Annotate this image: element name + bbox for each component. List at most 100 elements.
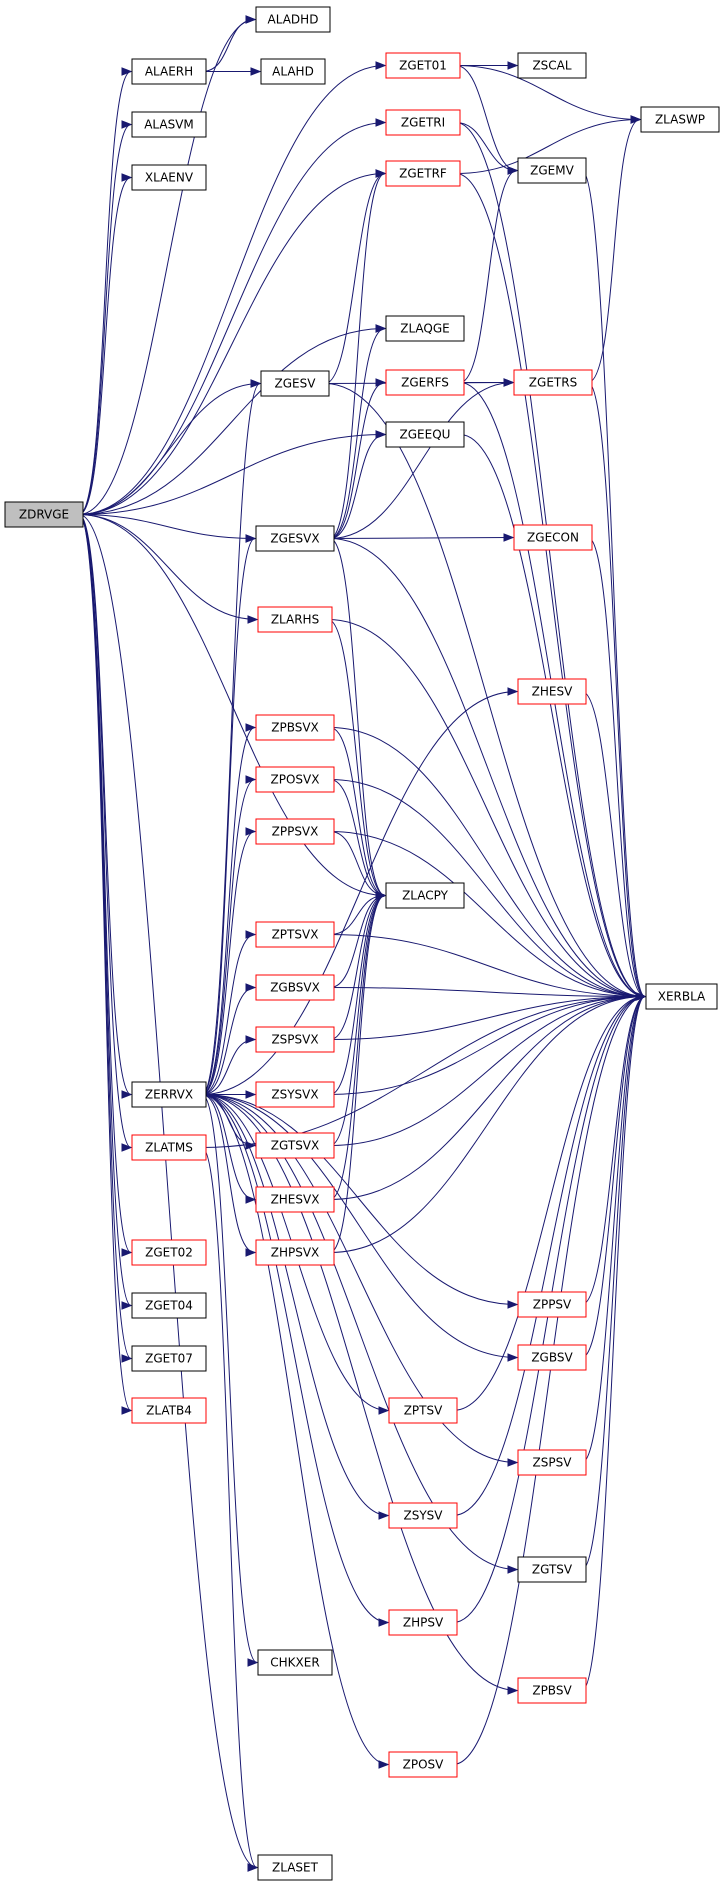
node-zlaset[interactable]: ZLASET xyxy=(257,1854,333,1881)
node-zspsv[interactable]: ZSPSV xyxy=(517,1449,587,1476)
node-zscal[interactable]: ZSCAL xyxy=(517,52,587,79)
node-zsysvx[interactable]: ZSYSVX xyxy=(255,1081,335,1108)
node-zdrvge[interactable]: ZDRVGE xyxy=(4,501,84,528)
edge-zdrvge-to-zlatb4 xyxy=(78,514,133,1415)
edge-zgetrs-to-xerbla xyxy=(587,382,647,1001)
node-zgbsv[interactable]: ZGBSV xyxy=(517,1344,587,1371)
node-zppsv[interactable]: ZPPSV xyxy=(517,1291,587,1318)
node-zgbsvx[interactable]: ZGBSVX xyxy=(255,974,335,1001)
node-alahd[interactable]: ALAHD xyxy=(260,58,326,85)
node-zget01[interactable]: ZGET01 xyxy=(385,52,461,79)
edge-zhpsvx-to-xerbla xyxy=(329,992,647,1253)
node-zptsvx[interactable]: ZPTSVX xyxy=(255,921,335,948)
node-zgeequ[interactable]: ZGEEQU xyxy=(385,421,465,448)
edge-zerrvx-to-zgbsvx xyxy=(201,983,257,1095)
node-zhpsvx[interactable]: ZHPSVX xyxy=(255,1239,335,1266)
node-zpbsv[interactable]: ZPBSV xyxy=(517,1677,587,1704)
node-zgemv[interactable]: ZGEMV xyxy=(517,157,587,184)
node-zgetrs[interactable]: ZGETRS xyxy=(513,369,593,396)
node-box xyxy=(255,921,335,948)
node-zgetri[interactable]: ZGETRI xyxy=(385,109,461,136)
node-zposv[interactable]: ZPOSV xyxy=(388,1751,458,1778)
node-label: ZPBSV xyxy=(532,1684,572,1698)
edge-zgesv-to-zgetrf xyxy=(324,169,387,384)
node-zlatms[interactable]: ZLATMS xyxy=(131,1134,207,1161)
node-zgtsv[interactable]: ZGTSV xyxy=(517,1556,587,1583)
node-alaerh[interactable]: ALAERH xyxy=(131,58,207,85)
node-zspsvx[interactable]: ZSPSVX xyxy=(255,1026,335,1053)
node-zgetrf[interactable]: ZGETRF xyxy=(385,160,461,187)
edge-zpbsv-to-xerbla xyxy=(581,992,647,1691)
node-label: ZGET07 xyxy=(145,1352,193,1366)
node-label: ALADHD xyxy=(268,13,319,27)
node-zlaqge[interactable]: ZLAQGE xyxy=(385,315,465,342)
node-zget02[interactable]: ZGET02 xyxy=(131,1239,207,1266)
node-zlatb4[interactable]: ZLATB4 xyxy=(131,1397,207,1424)
node-label: ZLASWP xyxy=(655,113,705,127)
node-zgecon[interactable]: ZGECON xyxy=(513,524,593,551)
node-label: ZGET02 xyxy=(145,1246,193,1260)
node-label: ZLATB4 xyxy=(146,1404,192,1418)
node-box xyxy=(388,1397,458,1424)
edge-zerrvx-to-zpbsv xyxy=(201,1094,519,1695)
node-zlacpy[interactable]: ZLACPY xyxy=(385,882,465,909)
node-box xyxy=(517,157,587,184)
edge-zdrvge-to-zgetrf xyxy=(78,169,387,515)
edge-zposv-to-xerbla xyxy=(452,992,647,1765)
edge-zgtsv-to-xerbla xyxy=(581,992,647,1570)
node-zsysv[interactable]: ZSYSV xyxy=(388,1502,458,1529)
node-zlarhs[interactable]: ZLARHS xyxy=(257,606,333,633)
edge-zerrvx-to-zspsvx xyxy=(201,1035,257,1095)
node-label: ZLAQGE xyxy=(400,322,450,336)
node-label: ZPPSVX xyxy=(272,825,319,839)
edge-zdrvge-to-zlaqge xyxy=(78,324,387,515)
node-box xyxy=(131,1397,207,1424)
node-zptsv[interactable]: ZPTSV xyxy=(388,1397,458,1424)
node-label: ALASVM xyxy=(144,118,194,132)
node-zgerfs[interactable]: ZGERFS xyxy=(385,369,465,396)
edge-zgecon-to-xerbla xyxy=(587,537,647,1001)
node-zhesv[interactable]: ZHESV xyxy=(517,678,587,705)
node-zget07[interactable]: ZGET07 xyxy=(131,1345,207,1372)
node-zerrvx[interactable]: ZERRVX xyxy=(131,1081,207,1108)
node-zgtsvx[interactable]: ZGTSVX xyxy=(255,1132,335,1159)
node-label: ZGTSV xyxy=(532,1563,573,1577)
node-box xyxy=(4,501,84,528)
node-alasvm[interactable]: ALASVM xyxy=(131,111,207,138)
node-zget04[interactable]: ZGET04 xyxy=(131,1292,207,1319)
node-zgesv[interactable]: ZGESV xyxy=(260,370,330,397)
node-xlaenv[interactable]: XLAENV xyxy=(131,164,207,191)
node-label: ALAERH xyxy=(145,65,193,79)
node-box xyxy=(645,983,718,1010)
node-zhpsv[interactable]: ZHPSV xyxy=(388,1609,458,1636)
edge-zlatms-to-zlaset xyxy=(201,1147,259,1872)
edge-zerrvx-to-zhpsvx xyxy=(201,1094,257,1257)
node-box xyxy=(640,106,720,133)
node-label: ZPOSV xyxy=(403,1758,445,1772)
node-zposvx[interactable]: ZPOSVX xyxy=(255,766,335,793)
node-label: ZGEEQU xyxy=(400,428,451,442)
node-zgesvx[interactable]: ZGESVX xyxy=(255,525,335,552)
edge-zgesvx-to-zgecon xyxy=(329,533,515,542)
edge-zdrvge-to-alasvm xyxy=(78,120,133,515)
node-label: ZGTSVX xyxy=(271,1139,319,1153)
node-chkxer[interactable]: CHKXER xyxy=(257,1649,333,1676)
edge-zgesvx-to-zgerfs xyxy=(329,378,387,539)
node-zlaswp[interactable]: ZLASWP xyxy=(640,106,720,133)
edge-zerrvx-to-zgesvx xyxy=(201,534,257,1095)
node-zpbsvx[interactable]: ZPBSVX xyxy=(255,714,335,741)
edge-zdrvge-to-zget07 xyxy=(78,514,133,1363)
node-aladhd[interactable]: ALADHD xyxy=(255,6,331,33)
node-zppsvx[interactable]: ZPPSVX xyxy=(255,818,335,845)
edge-zgemv-to-xerbla xyxy=(581,170,647,1001)
node-label: ALAHD xyxy=(272,65,314,79)
edge-zerrvx-to-zppsv xyxy=(201,1094,519,1309)
node-zhesvx[interactable]: ZHESVX xyxy=(255,1186,335,1213)
edge-alaerh-to-alahd xyxy=(201,67,262,76)
edge-zppsvx-to-zlacpy xyxy=(329,831,387,900)
edge-zlarhs-to-xerbla xyxy=(327,619,647,1001)
node-box xyxy=(517,678,587,705)
node-xerbla[interactable]: XERBLA xyxy=(645,983,718,1010)
node-label: ZGBSVX xyxy=(270,981,320,995)
